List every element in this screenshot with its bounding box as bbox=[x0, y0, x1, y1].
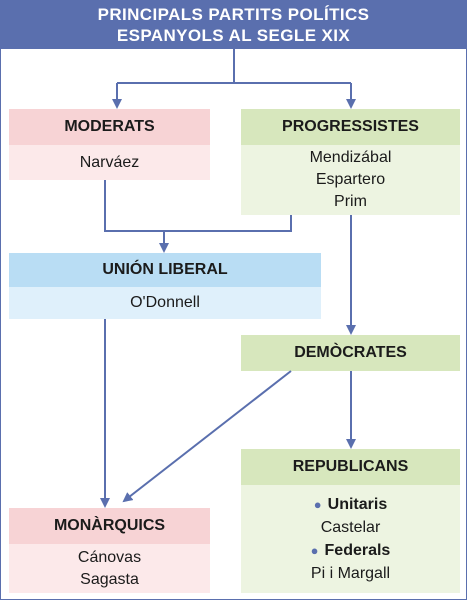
bullet-dot-icon: ● bbox=[310, 543, 319, 558]
member-espartero: Espartero bbox=[315, 171, 386, 188]
box-union-liberal: UNIÓN LIBERAL O'Donnell bbox=[9, 253, 321, 319]
group-name-unitaris: Unitaris bbox=[327, 496, 388, 513]
republicans-group-federals: ● Federals bbox=[311, 539, 391, 562]
box-union-liberal-title: UNIÓN LIBERAL bbox=[9, 253, 321, 287]
group-name-federals: Federals bbox=[324, 542, 391, 559]
box-democrates: DEMÒCRATES bbox=[241, 335, 460, 371]
leader-castelar: Castelar bbox=[320, 519, 381, 536]
member-canovas: Cánovas bbox=[77, 548, 142, 566]
leader-pi-i-margall: Pi i Margall bbox=[310, 565, 391, 582]
diagram-title: PRINCIPALS PARTITS POLÍTICS ESPANYOLS AL… bbox=[1, 1, 466, 49]
box-monarquics-body: Cánovas Sagasta bbox=[9, 544, 210, 593]
box-monarquics-title: MONÀRQUICS bbox=[9, 508, 210, 544]
republicans-group-unitaris: ● Unitaris bbox=[314, 493, 387, 516]
box-union-liberal-body: O'Donnell bbox=[9, 287, 321, 319]
box-progressistes: PROGRESSISTES Mendizábal Espartero Prim bbox=[241, 109, 460, 215]
box-republicans-title: REPUBLICANS bbox=[241, 449, 460, 485]
box-democrates-title: DEMÒCRATES bbox=[241, 335, 460, 371]
box-moderats-title: MODERATS bbox=[9, 109, 210, 145]
box-moderats: MODERATS Narváez bbox=[9, 109, 210, 180]
bullet-dot-icon: ● bbox=[313, 497, 322, 512]
member-prim: Prim bbox=[334, 193, 367, 210]
connector-moderats-down bbox=[104, 180, 292, 232]
box-progressistes-body: Mendizábal Espartero Prim bbox=[241, 145, 460, 215]
box-progressistes-title: PROGRESSISTES bbox=[241, 109, 460, 145]
arrow-democrates-to-monarquics bbox=[122, 370, 292, 503]
box-moderats-body: Narváez bbox=[9, 145, 210, 180]
title-line-2: ESPANYOLS AL SEGLE XIX bbox=[116, 26, 351, 45]
box-republicans: REPUBLICANS ● Unitaris Castelar ● Federa… bbox=[241, 449, 460, 593]
member-narvaez: Narváez bbox=[79, 153, 140, 171]
member-mendizabal: Mendizábal bbox=[309, 149, 392, 166]
box-monarquics: MONÀRQUICS Cánovas Sagasta bbox=[9, 508, 210, 593]
box-republicans-body: ● Unitaris Castelar ● Federals Pi i Marg… bbox=[241, 485, 460, 593]
title-line-1: PRINCIPALS PARTITS POLÍTICS bbox=[97, 5, 370, 24]
member-odonnell: O'Donnell bbox=[130, 294, 200, 311]
member-sagasta: Sagasta bbox=[80, 570, 139, 588]
